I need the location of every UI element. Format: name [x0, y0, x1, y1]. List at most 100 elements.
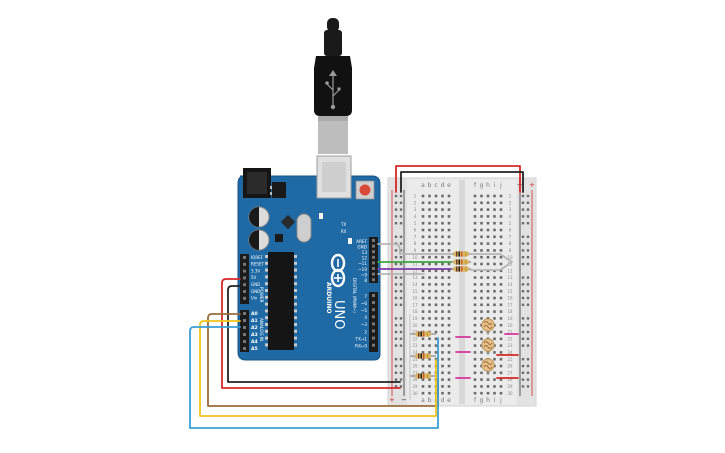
atmega-chip — [268, 252, 294, 350]
wire-gray-return[interactable] — [470, 253, 513, 271]
row-label: 26 — [412, 364, 418, 369]
row-label: 8 — [414, 241, 417, 246]
digital-header-bottom — [369, 292, 378, 352]
wire-black-gnd[interactable] — [227, 285, 401, 383]
digital-pin-label: 12 — [362, 256, 368, 261]
wire-black-rail-bridge[interactable] — [400, 171, 524, 193]
row-label: 10 — [412, 255, 418, 260]
row-label: 5 — [509, 221, 512, 226]
resistor-2[interactable] — [451, 259, 471, 265]
row-label: 21 — [507, 330, 513, 335]
photoresistor-3[interactable] — [481, 358, 495, 375]
row-label: 4 — [509, 214, 512, 219]
column-label: i — [494, 397, 496, 404]
row-label: 18 — [412, 309, 418, 314]
usb-cable[interactable] — [314, 18, 352, 154]
digital-pin-label: 2 — [364, 329, 367, 334]
row-label: 7 — [509, 234, 512, 239]
column-label: g — [480, 397, 484, 404]
reset-button[interactable] — [355, 180, 375, 200]
column-label: b — [428, 397, 432, 404]
row-label: 14 — [507, 282, 513, 287]
row-label: 11 — [412, 262, 418, 267]
usb-icon — [325, 70, 341, 110]
row-label: 2 — [414, 200, 417, 205]
power-section-label: POWER — [259, 287, 264, 303]
photoresistor-1[interactable] — [481, 318, 495, 335]
header-pin-holes — [243, 239, 375, 350]
row-label: 1 — [509, 194, 512, 199]
wire-red-5v[interactable] — [221, 278, 401, 389]
photoresistor-2[interactable] — [481, 338, 495, 355]
row-label: 1 — [414, 194, 417, 199]
power-pin-label: Vin — [251, 296, 258, 301]
digital-pin-label: 4 — [364, 315, 367, 320]
resistor-1[interactable] — [451, 251, 471, 257]
row-label: 2 — [509, 200, 512, 205]
wire-yellow-a1[interactable] — [199, 320, 437, 417]
row-label: 27 — [412, 370, 418, 375]
row-label: 27 — [507, 370, 513, 375]
row-label: 16 — [412, 296, 418, 301]
column-label: c — [434, 182, 437, 189]
row-label: 29 — [507, 384, 513, 389]
power-pin-label: RESET — [251, 262, 264, 267]
center-channel — [459, 180, 465, 404]
row-label: 7 — [414, 234, 417, 239]
wire-gray-pin13[interactable] — [377, 243, 452, 255]
row-label: 29 — [412, 384, 418, 389]
digital-pin-label: ~5 — [361, 308, 368, 313]
row-label: 20 — [412, 323, 418, 328]
resistor-6[interactable] — [410, 373, 436, 379]
analog-section-label: ANALOG IN — [259, 318, 264, 341]
row-label: 25 — [507, 357, 513, 362]
power-pin-label: 5V — [251, 275, 257, 280]
digital-pin-label: RX←0 — [355, 344, 367, 349]
digital-pin-label: AREF — [356, 239, 367, 244]
arduino-uno-board[interactable]: ARDUINO UNO DIGITAL (PWM~) POWER ANALOG … — [237, 155, 381, 361]
digital-pin-label: 7 — [364, 294, 367, 299]
column-label: a — [421, 397, 425, 404]
digital-section-label: DIGITAL (PWM~) — [352, 278, 357, 313]
row-label: 24 — [507, 350, 513, 355]
resistor-3[interactable] — [451, 266, 471, 272]
wire-brown-a0[interactable] — [207, 313, 439, 407]
column-label: d — [441, 182, 445, 189]
analog-pin-label: A4 — [251, 339, 258, 345]
analog-header — [240, 310, 249, 352]
row-label: 30 — [507, 391, 513, 396]
row-label: 23 — [507, 343, 513, 348]
smd-chip — [280, 214, 296, 230]
crystal-oscillator — [296, 213, 312, 243]
column-label: f — [474, 397, 477, 404]
resistor-5[interactable] — [410, 353, 436, 359]
row-label: 12 — [507, 268, 513, 273]
rx-led-label: RX — [341, 229, 347, 234]
row-label: 6 — [509, 228, 512, 233]
wire-red-rail-bridge[interactable] — [395, 165, 521, 193]
digital-pin-label: ~3 — [361, 322, 368, 327]
row-label: 20 — [507, 323, 513, 328]
row-label: 13 — [412, 275, 418, 280]
row-label: 9 — [509, 248, 512, 253]
digital-pin-label: TX→1 — [354, 336, 367, 341]
row-label: 17 — [507, 302, 513, 307]
column-label: g — [480, 182, 484, 189]
column-label: e — [447, 397, 451, 404]
wire-blue-a2[interactable] — [189, 326, 439, 429]
row-label: 28 — [412, 377, 418, 382]
row-label: 30 — [412, 391, 418, 396]
resistor-4[interactable] — [410, 331, 436, 337]
rail-plus-label-left: + — [389, 396, 395, 404]
digital-pin-label: GND — [357, 244, 367, 249]
row-label: 19 — [507, 316, 513, 321]
analog-pin-label: A1 — [251, 318, 258, 324]
column-label: h — [486, 182, 490, 189]
row-label: 21 — [412, 330, 418, 335]
row-label: 15 — [507, 289, 513, 294]
